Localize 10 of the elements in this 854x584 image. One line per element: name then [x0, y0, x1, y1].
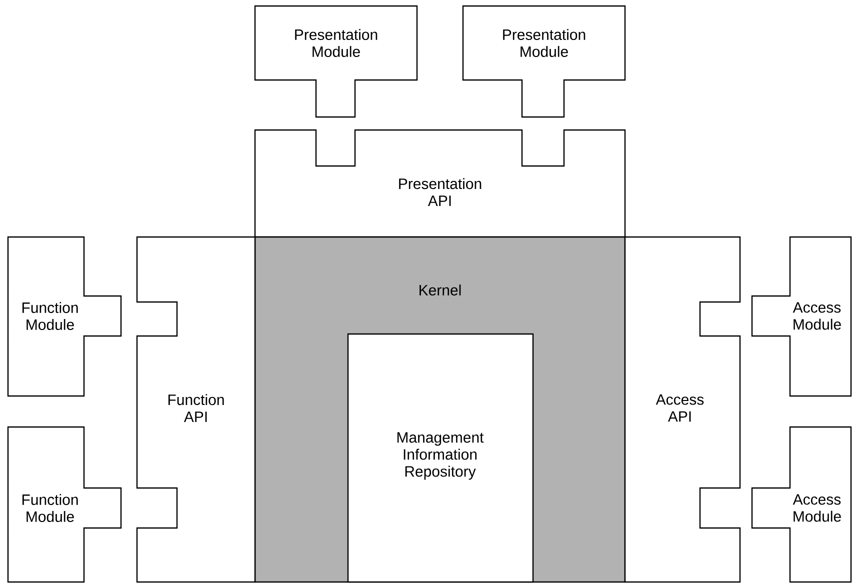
module-box: Function Module — [7, 426, 122, 583]
api-block: Access API — [624, 236, 741, 583]
module-box: Access Module — [751, 236, 852, 397]
module-box: Presentation Module — [254, 5, 418, 118]
module-box: Access Module — [751, 426, 852, 583]
api-block: Presentation API — [254, 129, 626, 238]
module-box: Presentation Module — [462, 5, 626, 118]
module-box: Function Module — [7, 236, 122, 397]
api-block: Function API — [136, 236, 256, 583]
repository-block: Management Information Repository — [347, 333, 534, 583]
